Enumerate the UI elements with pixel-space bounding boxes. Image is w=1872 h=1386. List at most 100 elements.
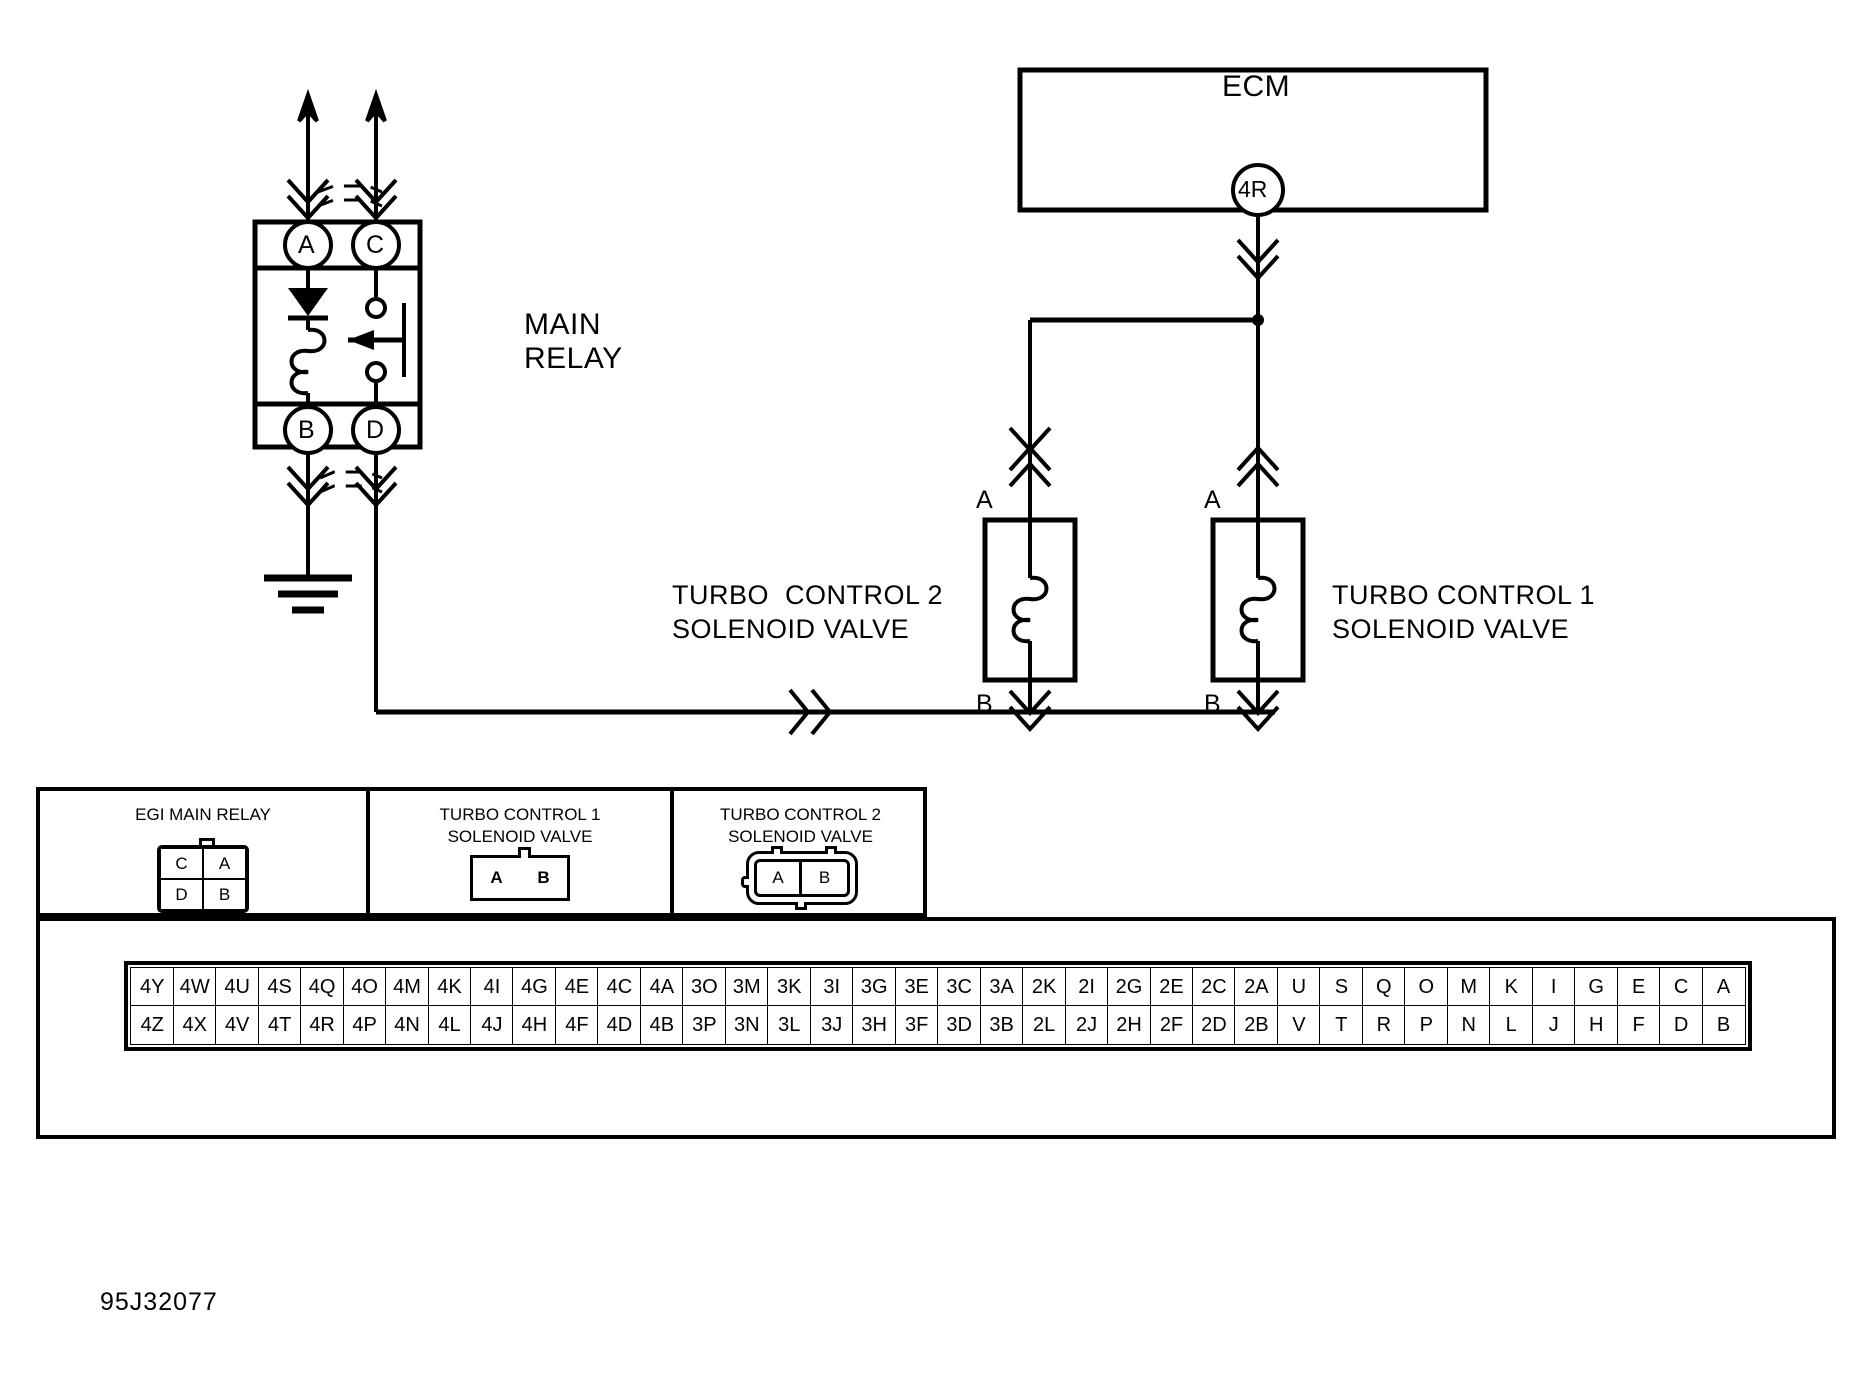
turbo-control-1-solenoid-symbol — [1210, 517, 1306, 712]
pin-cell: 4C — [597, 967, 642, 1007]
pin-cell: 3L — [767, 1005, 812, 1045]
pin-cell: 2D — [1191, 1005, 1236, 1045]
pin-cell: 2E — [1149, 967, 1194, 1007]
connector-latch-tab-right — [825, 846, 837, 854]
egi-main-relay-connector: C A D B — [157, 838, 249, 913]
relay-bottom-leads — [286, 453, 398, 712]
tc1-conn-cell-a: A — [490, 868, 503, 887]
figure-code: 95J32077 — [100, 1288, 218, 1316]
relay-switch-branch — [348, 268, 406, 407]
connector-divider-1 — [366, 791, 370, 913]
turbo-control-1-label-line1: TURBO CONTROL 1 — [1332, 580, 1596, 610]
pin-cell: 4I — [470, 967, 514, 1007]
pin-cell: 4Q — [300, 967, 345, 1007]
tc2-conn-cell-b: B — [818, 868, 831, 887]
pin-cell: E — [1616, 967, 1661, 1007]
pin-cell: 4L — [427, 1005, 472, 1045]
turbo-control-2-connector: A B — [741, 846, 858, 910]
pin-cell: 2B — [1234, 1005, 1279, 1045]
pin-cell: 3I — [809, 967, 854, 1007]
pin-cell: T — [1319, 1005, 1364, 1045]
pin-cell: 3F — [894, 1005, 939, 1045]
pin-cell: A — [1701, 967, 1746, 1007]
pin-cell: 4D — [597, 1005, 642, 1045]
main-relay-label-line2: RELAY — [524, 342, 623, 375]
pin-cell: 4X — [172, 1005, 217, 1045]
pin-cell: Q — [1361, 967, 1406, 1007]
pin-cell: 4B — [639, 1005, 684, 1045]
solenoid2-pin-b-label: B — [976, 690, 993, 718]
pin-cell: 3K — [767, 967, 812, 1007]
pin-cell: 4A — [639, 967, 684, 1007]
pin-cell: 2J — [1064, 1005, 1109, 1045]
connector-keyway — [741, 876, 749, 888]
pin-cell: 2G — [1107, 967, 1151, 1007]
connector-title-line2: SOLENOID VALVE — [447, 827, 593, 847]
solenoid-feed-bus — [1008, 314, 1280, 520]
relay-conn-cell-d: D — [160, 879, 203, 910]
relay-pin-a-label: A — [298, 231, 315, 259]
pin-cell: 4E — [554, 967, 599, 1007]
solenoid2-pin-a-label: A — [976, 486, 993, 514]
tc1-conn-cell-b: B — [537, 868, 550, 887]
main-relay-body — [252, 219, 423, 450]
pin-cell: 4T — [257, 1005, 302, 1045]
pin-cell: J — [1531, 1005, 1576, 1045]
solenoid1-pin-a-label: A — [1204, 486, 1221, 514]
relay-conn-cell-a: A — [203, 848, 246, 879]
pin-cell: 3D — [937, 1005, 982, 1045]
ecm-title: ECM — [1222, 70, 1291, 103]
pin-cell: N — [1446, 1005, 1491, 1045]
pin-cell: 4U — [215, 967, 260, 1007]
pin-cell: 3H — [852, 1005, 897, 1045]
turbo-control-1-connector: A B — [470, 847, 570, 901]
pin-cell: O — [1404, 967, 1449, 1007]
pin-cell: 3E — [894, 967, 939, 1007]
pin-cell: 2A — [1234, 967, 1279, 1007]
pin-cell: 4Z — [130, 1005, 175, 1045]
pin-cell: 2I — [1064, 967, 1109, 1007]
pin-cell: 3M — [724, 967, 769, 1007]
ecm-4r-wire — [1236, 215, 1280, 320]
pin-cell: 3O — [682, 967, 727, 1007]
pin-cell: D — [1659, 1005, 1704, 1045]
connector-pane-title: TURBO CONTROL 2 SOLENOID VALVE — [674, 804, 927, 848]
pin-cell: 4M — [385, 967, 430, 1007]
connector-title-line1: TURBO CONTROL 1 — [439, 805, 601, 824]
connector-reference-panel: EGI MAIN RELAY C A D B TURBO CONTROL 1 S… — [36, 787, 927, 917]
turbo-control-2-label-line2: SOLENOID VALVE — [672, 614, 910, 644]
pin-cell: 4J — [470, 1005, 514, 1045]
relay-coil-branch — [288, 268, 328, 407]
pin-cell: R — [1361, 1005, 1406, 1045]
connector-pane-title: EGI MAIN RELAY — [40, 804, 366, 826]
relay-pin-c-label: C — [366, 231, 385, 259]
connector-pane-egi-main-relay: EGI MAIN RELAY C A D B — [40, 791, 366, 913]
pin-cell: 2L — [1022, 1005, 1067, 1045]
main-relay-label-line1: MAIN — [524, 308, 601, 341]
pin-cell: 4K — [427, 967, 472, 1007]
solenoid1-pin-b-label: B — [1204, 690, 1221, 718]
pin-cell: F — [1616, 1005, 1661, 1045]
turbo-control-2-label-line1: TURBO CONTROL 2 — [672, 580, 944, 610]
pin-cell: B — [1701, 1005, 1746, 1045]
pin-cell: 3B — [979, 1005, 1024, 1045]
pin-cell: 4R — [300, 1005, 345, 1045]
connector-divider-2 — [670, 791, 674, 913]
relay-conn-cell-c: C — [160, 848, 203, 879]
pin-cell: S — [1319, 967, 1364, 1007]
pin-cell: P — [1404, 1005, 1449, 1045]
pin-cell: V — [1276, 1005, 1321, 1045]
connector-pane-title: TURBO CONTROL 1 SOLENOID VALVE — [370, 804, 670, 848]
pin-cell: H — [1574, 1005, 1619, 1045]
ground-rail — [376, 688, 1275, 736]
pin-cell: 4Y — [130, 967, 175, 1007]
ground-symbol — [264, 574, 352, 614]
main-relay-terminals — [283, 220, 401, 455]
connector-latch-tab-left — [771, 846, 783, 854]
